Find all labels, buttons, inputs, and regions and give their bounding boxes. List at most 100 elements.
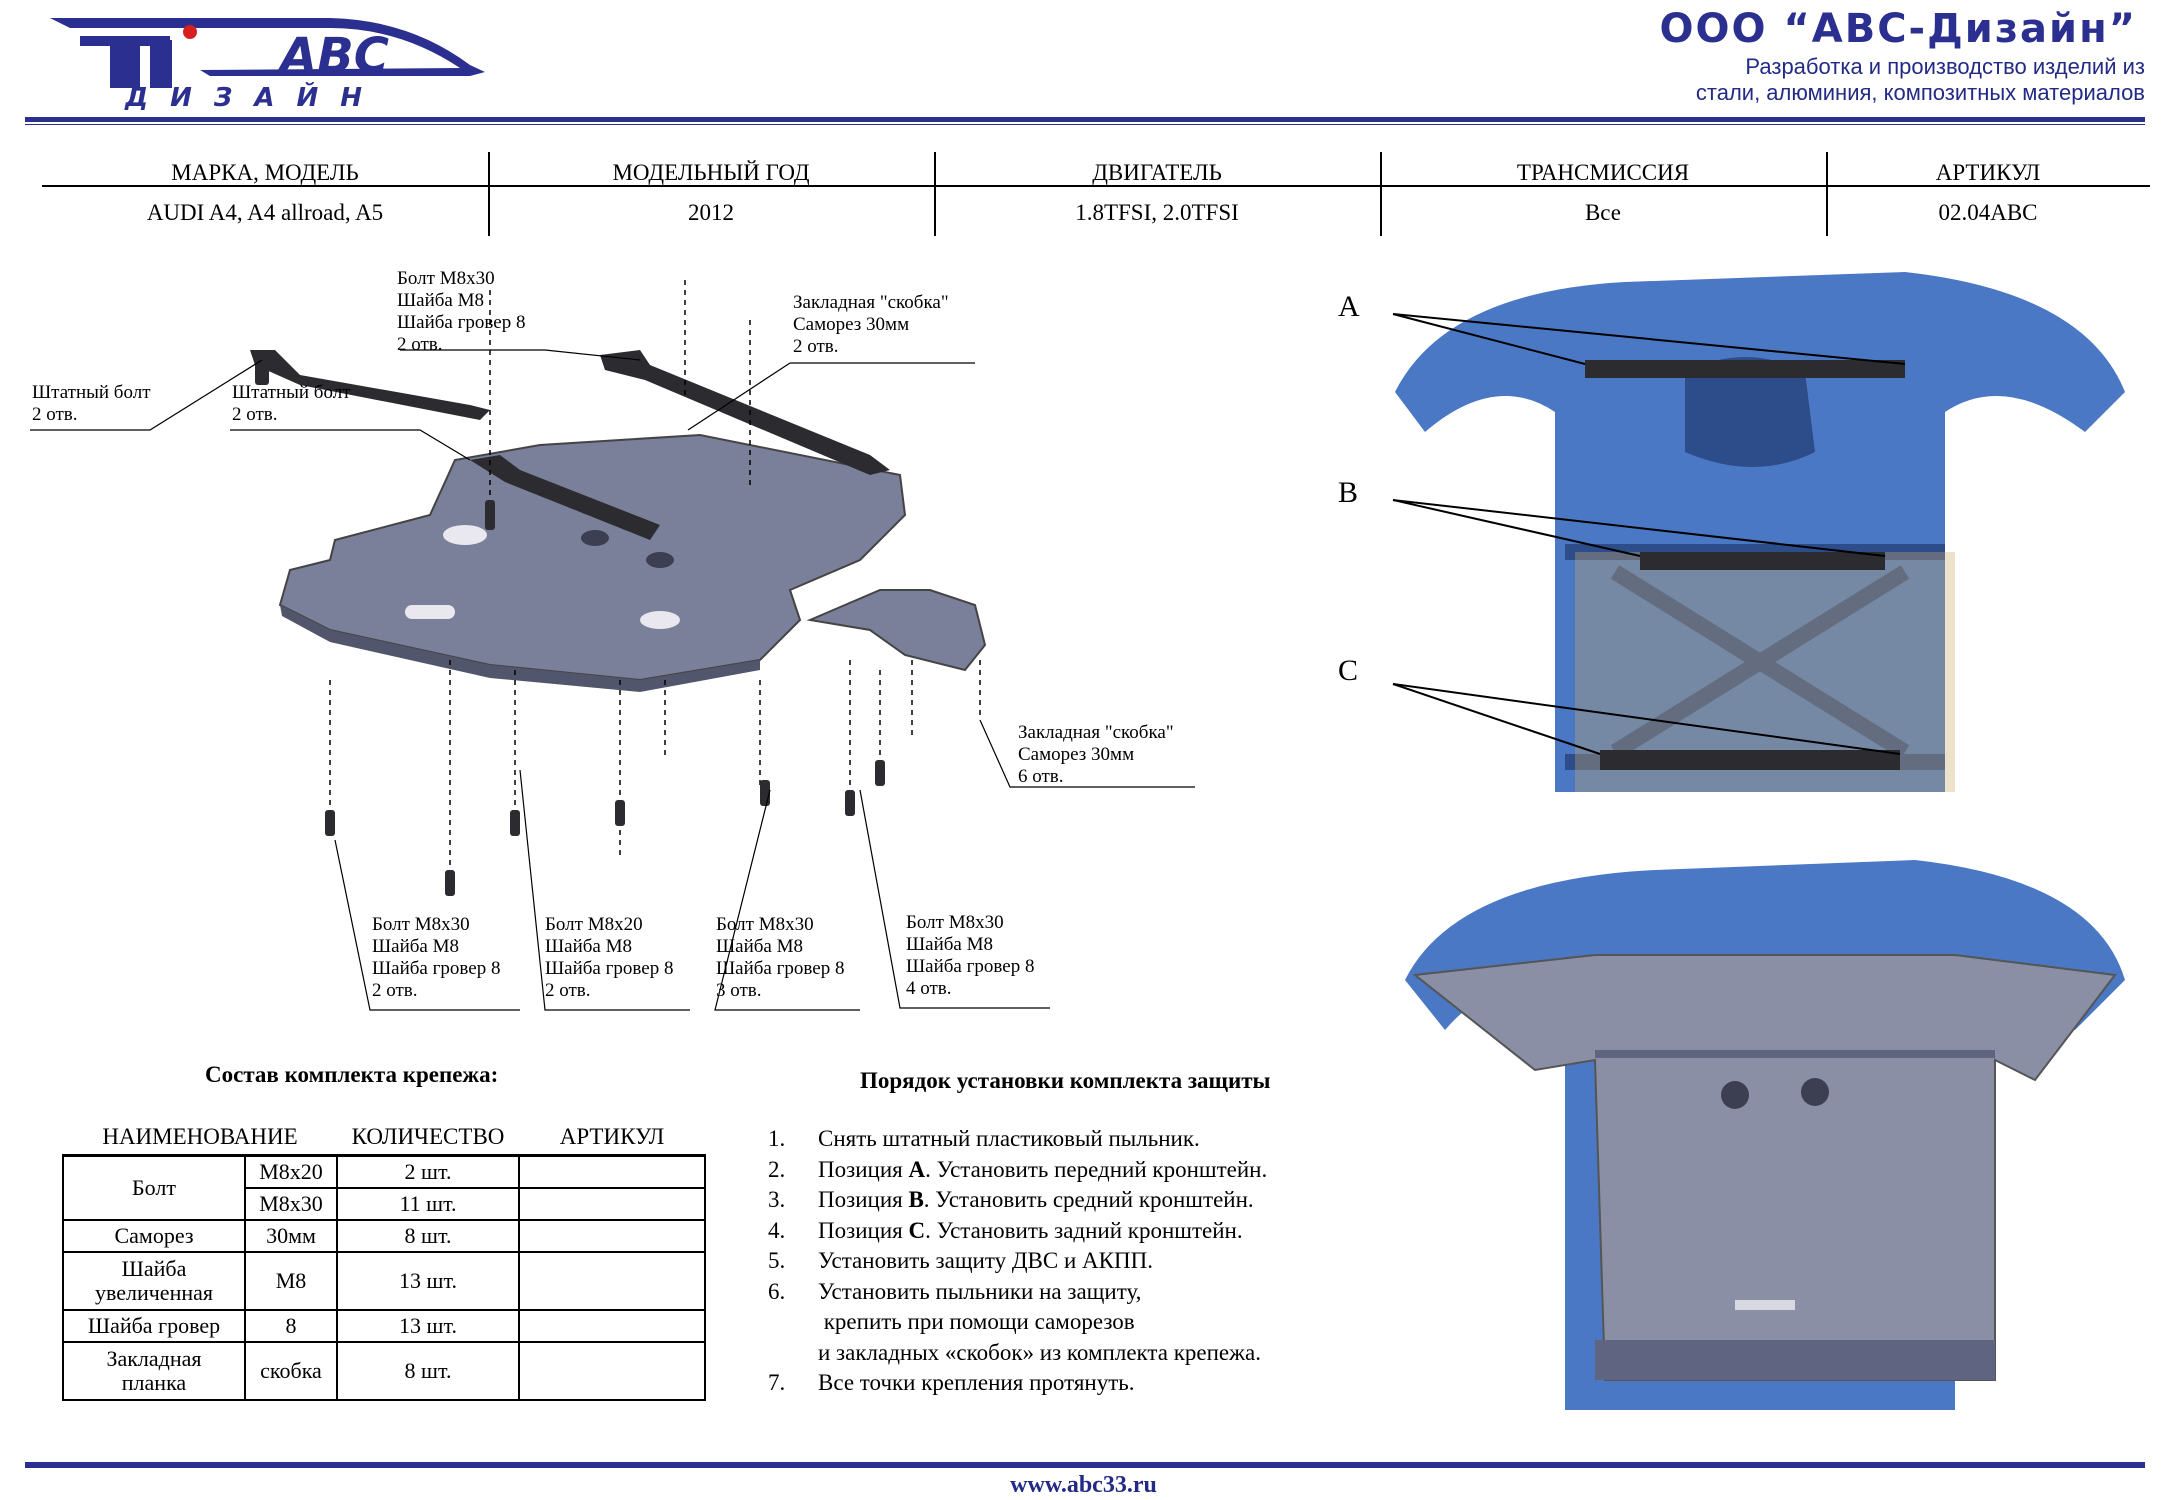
callout-line: Шайба М8	[545, 936, 633, 957]
vehicle-spec-table: МАРКА, МОДЕЛЬ МОДЕЛЬНЫЙ ГОД ДВИГАТЕЛЬ ТР…	[42, 152, 2150, 236]
install-step: 5.Установить защиту ДВС и АКПП.	[768, 1246, 1388, 1277]
install-step-number: 4.	[768, 1217, 786, 1243]
install-step: 1.Снять штатный пластиковый пыльник.	[768, 1124, 1388, 1155]
bracket-position-c	[1600, 750, 1900, 770]
tagline-line-2: стали, алюминия, композитных материалов	[1695, 80, 2145, 105]
install-step-text: Позиция В. Установить средний кронштейн.	[818, 1187, 1254, 1212]
fastener-qty: 13 шт.	[336, 1251, 520, 1311]
fastener-header-name: НАИМЕНОВАНИЕ	[63, 1120, 337, 1157]
abc-design-logo: АВС ДИЗАЙН	[50, 18, 485, 110]
fastener-qty: 8 шт.	[336, 1219, 520, 1253]
callout-line: 2 отв.	[372, 980, 418, 1001]
callout-line: 3 отв.	[716, 980, 762, 1001]
callout-line: Закладная "скобка"	[793, 292, 949, 313]
table-row: Шайба увеличенная М8 13 шт.	[62, 1251, 706, 1311]
underbody-scan-positions	[1392, 272, 2125, 792]
fastener-article	[518, 1219, 706, 1253]
footer-website-link[interactable]: www.abc33.ru	[1010, 1472, 1157, 1498]
callout-line: 2 отв.	[397, 334, 443, 355]
callout-line: Болт М8х30	[716, 914, 814, 935]
callout-line: Шайба гровер 8	[397, 312, 526, 333]
callout-line: 4 отв.	[906, 978, 952, 999]
fastener-header-article: АРТИКУЛ	[519, 1120, 705, 1157]
logo-text-top: АВС	[276, 28, 389, 84]
callout-line: Шайба М8	[716, 936, 804, 957]
fastener-name-screw: Саморез	[62, 1219, 246, 1253]
plate-hole	[443, 525, 487, 545]
fastener-size: скобка	[244, 1341, 338, 1401]
bracket-position-b	[1640, 552, 1885, 570]
logo-text-bottom: ДИЗАЙН	[124, 81, 384, 110]
install-title: Порядок установки комплекта защиты	[860, 1068, 1271, 1093]
callout-bottom-3: Болт М8х30 Шайба М8 Шайба гровер 8 3 отв…	[716, 914, 844, 1002]
callout-line: 6 отв.	[1018, 766, 1064, 787]
callout-line: 2 отв.	[545, 980, 591, 1001]
fastener-article	[518, 1341, 706, 1401]
plate-hole	[640, 611, 680, 629]
fastener-name-plank: Закладная планка	[62, 1341, 246, 1401]
callout-line: Саморез 30мм	[1018, 744, 1135, 765]
spec-value-engine: 1.8TFSI, 2.0TFSI	[1075, 200, 1239, 225]
fastener-kit-table: НАИМЕНОВАНИЕ КОЛИЧЕСТВО АРТИКУЛ Болт М8х…	[62, 1120, 706, 1401]
callout-line: 2 отв.	[232, 404, 278, 425]
install-steps-list: 1.Снять штатный пластиковый пыльник.2.По…	[768, 1124, 1388, 1399]
fastener-name-line: увеличенная	[94, 1280, 214, 1305]
plate-drain	[581, 530, 609, 546]
callout-bracket-top: Закладная "скобка" Саморез 30мм 2 отв.	[793, 292, 949, 358]
callout-line: Шайба гровер 8	[545, 958, 674, 979]
fastener-qty: 8 шт.	[336, 1341, 520, 1401]
bracket-position-a	[1585, 360, 1905, 378]
callout-line: Болт М8х20	[545, 914, 643, 935]
callout-line: Шайба М8	[397, 290, 485, 311]
fastener-size: 8	[244, 1309, 338, 1343]
plate-drain	[646, 552, 674, 568]
fastener-kit-title: Состав комплекта крепежа:	[205, 1062, 499, 1087]
callout-line: Штатный болт	[232, 382, 351, 403]
callout-bottom-4: Болт М8х30 Шайба М8 Шайба гровер 8 4 отв…	[906, 912, 1034, 1000]
install-step-number: 1.	[768, 1126, 786, 1151]
tagline-line-1: Разработка и производство изделий из	[1745, 54, 2145, 79]
fastener-header-qty: КОЛИЧЕСТВО	[337, 1120, 519, 1157]
install-step-text: Установить пыльники на защиту, крепить п…	[818, 1278, 1261, 1365]
install-step-text: Все точки крепления протянуть.	[818, 1370, 1135, 1395]
fastener-article	[518, 1154, 706, 1189]
callout-bolt-top: Болт М8х30 Шайба М8 Шайба гровер 8 2 отв…	[397, 268, 525, 356]
footer-rule	[25, 1462, 2145, 1468]
bracket-b	[470, 455, 660, 540]
spec-header-article: АРТИКУЛ	[1935, 160, 2041, 185]
install-step-text: Позиция А. Установить передний кронштейн…	[818, 1156, 1268, 1182]
position-label-b: B	[1338, 476, 1359, 509]
callout-std-bolt-mid: Штатный болт 2 отв.	[232, 382, 351, 426]
company-name: ООО “АВС-Дизайн”	[1659, 6, 2137, 52]
fastener-name-washer: Шайба увеличенная	[62, 1251, 246, 1311]
table-row: Закладная планка скобка 8 шт.	[62, 1341, 706, 1401]
fastener-qty: 11 шт.	[336, 1187, 520, 1221]
spec-sep	[1380, 152, 1382, 236]
fastener-article	[518, 1251, 706, 1311]
callout-line: 2 отв.	[32, 404, 78, 425]
fastener-article	[518, 1187, 706, 1221]
spec-header-engine: ДВИГАТЕЛЬ	[1092, 160, 1222, 185]
bracket-c	[250, 350, 490, 420]
plate-slot	[405, 605, 455, 619]
callout-line: Шайба гровер 8	[716, 958, 845, 979]
table-row: М8х30 11 шт.	[63, 1187, 706, 1221]
spec-value-model: AUDI A4, A4 allroad, A5	[146, 200, 384, 225]
spec-value-article: 02.04ABC	[1938, 200, 2038, 225]
callout-line: Штатный болт	[32, 382, 151, 403]
side-plate	[806, 589, 987, 672]
spec-value-row: AUDI A4, A4 allroad, A5 2012 1.8TFSI, 2.…	[42, 192, 2150, 234]
install-step: 2.Позиция А. Установить передний кронште…	[768, 1155, 1388, 1186]
header-rule	[25, 117, 2145, 122]
fastener-article	[518, 1309, 706, 1343]
exploded-assembly-diagram	[30, 280, 1195, 1011]
install-step: 6.Установить пыльники на защиту, крепить…	[768, 1277, 1388, 1369]
leader-lines	[30, 349, 1195, 1011]
callout-line: 2 отв.	[793, 336, 839, 357]
installed-protection-scan	[1405, 860, 2125, 1410]
fastener-name-grover: Шайба гровер	[62, 1309, 246, 1343]
spec-header-transmission: ТРАНСМИССИЯ	[1516, 160, 1690, 185]
callout-std-bolt-left: Штатный болт 2 отв.	[32, 382, 151, 426]
fastener-size: 30мм	[244, 1219, 338, 1253]
callout-bottom-2: Болт М8х20 Шайба М8 Шайба гровер 8 2 отв…	[545, 914, 673, 1002]
